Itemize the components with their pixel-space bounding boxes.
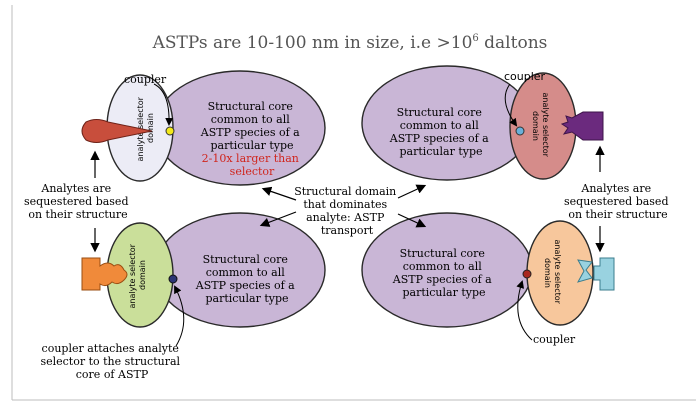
core-text-top-left: Structural core common to all ASTP speci… [200, 100, 304, 152]
coupler-arrow-top-left [153, 83, 174, 126]
coupler-arrow-top-right [504, 83, 518, 127]
coupler-arrow-bottom-left [174, 285, 185, 347]
analyte-top-right [560, 111, 604, 141]
coupler-dot-bottom-right [522, 269, 532, 279]
selector-label-top-right: analyte selector domain [531, 93, 550, 160]
center-arrow-top-right [397, 184, 427, 199]
size-note: 2-10x larger than selector [202, 152, 303, 178]
astp-top-right: analyte selector domain coupler Structur… [361, 65, 605, 181]
astp-top-left: analyte selector domain coupler Structur… [81, 70, 326, 186]
analyte-bottom-right [593, 257, 615, 291]
center-note: Structural domain that dominates analyte… [294, 185, 400, 237]
coupler-label-bottom-right: coupler [533, 333, 576, 346]
core-text-top-right: Structural core common to all ASTP speci… [389, 106, 493, 158]
astp-bottom-right: analyte selector domain coupler Structur… [361, 212, 615, 346]
title-main: ASTPs are 10-100 nm in size, i.e >10 [152, 33, 473, 53]
title-superscript: 6 [472, 33, 478, 44]
center-arrow-bottom-right [397, 213, 427, 228]
title-suffix: daltons [479, 33, 548, 53]
center-arrow-top-left [261, 186, 297, 201]
analyte-note-right: Analytes are sequestered based on their … [564, 182, 672, 221]
analyte-top-left [81, 119, 153, 143]
coupler-dot-top-right [515, 126, 525, 136]
analyte-bottom-left [81, 257, 128, 291]
coupler-dot-top-left [165, 126, 175, 136]
coupler-label-top-left: coupler [124, 73, 167, 86]
page-title: ASTPs are 10-100 nm in size, i.e >106 da… [152, 33, 548, 53]
coupler-arrow-bottom-right [516, 280, 533, 341]
center-arrow-bottom-left [259, 211, 297, 227]
astp-bottom-left: analyte selector domain Structural core … [81, 212, 326, 347]
analyte-note-left: Analytes are sequestered based on their … [24, 182, 132, 221]
coupler-note: coupler attaches analyte selector to the… [40, 342, 183, 381]
coupler-dot-bottom-left [168, 274, 178, 284]
selector-label-bottom-left: analyte selector domain [128, 242, 147, 309]
coupler-label-top-right: coupler [504, 70, 546, 83]
binding-pocket-bottom-right [576, 259, 593, 283]
selector-label-bottom-right: analyte selector domain [543, 240, 562, 307]
core-text-bottom-right: Structural core common to all ASTP speci… [392, 247, 496, 299]
core-text-bottom-left: Structural core common to all ASTP speci… [195, 253, 299, 305]
